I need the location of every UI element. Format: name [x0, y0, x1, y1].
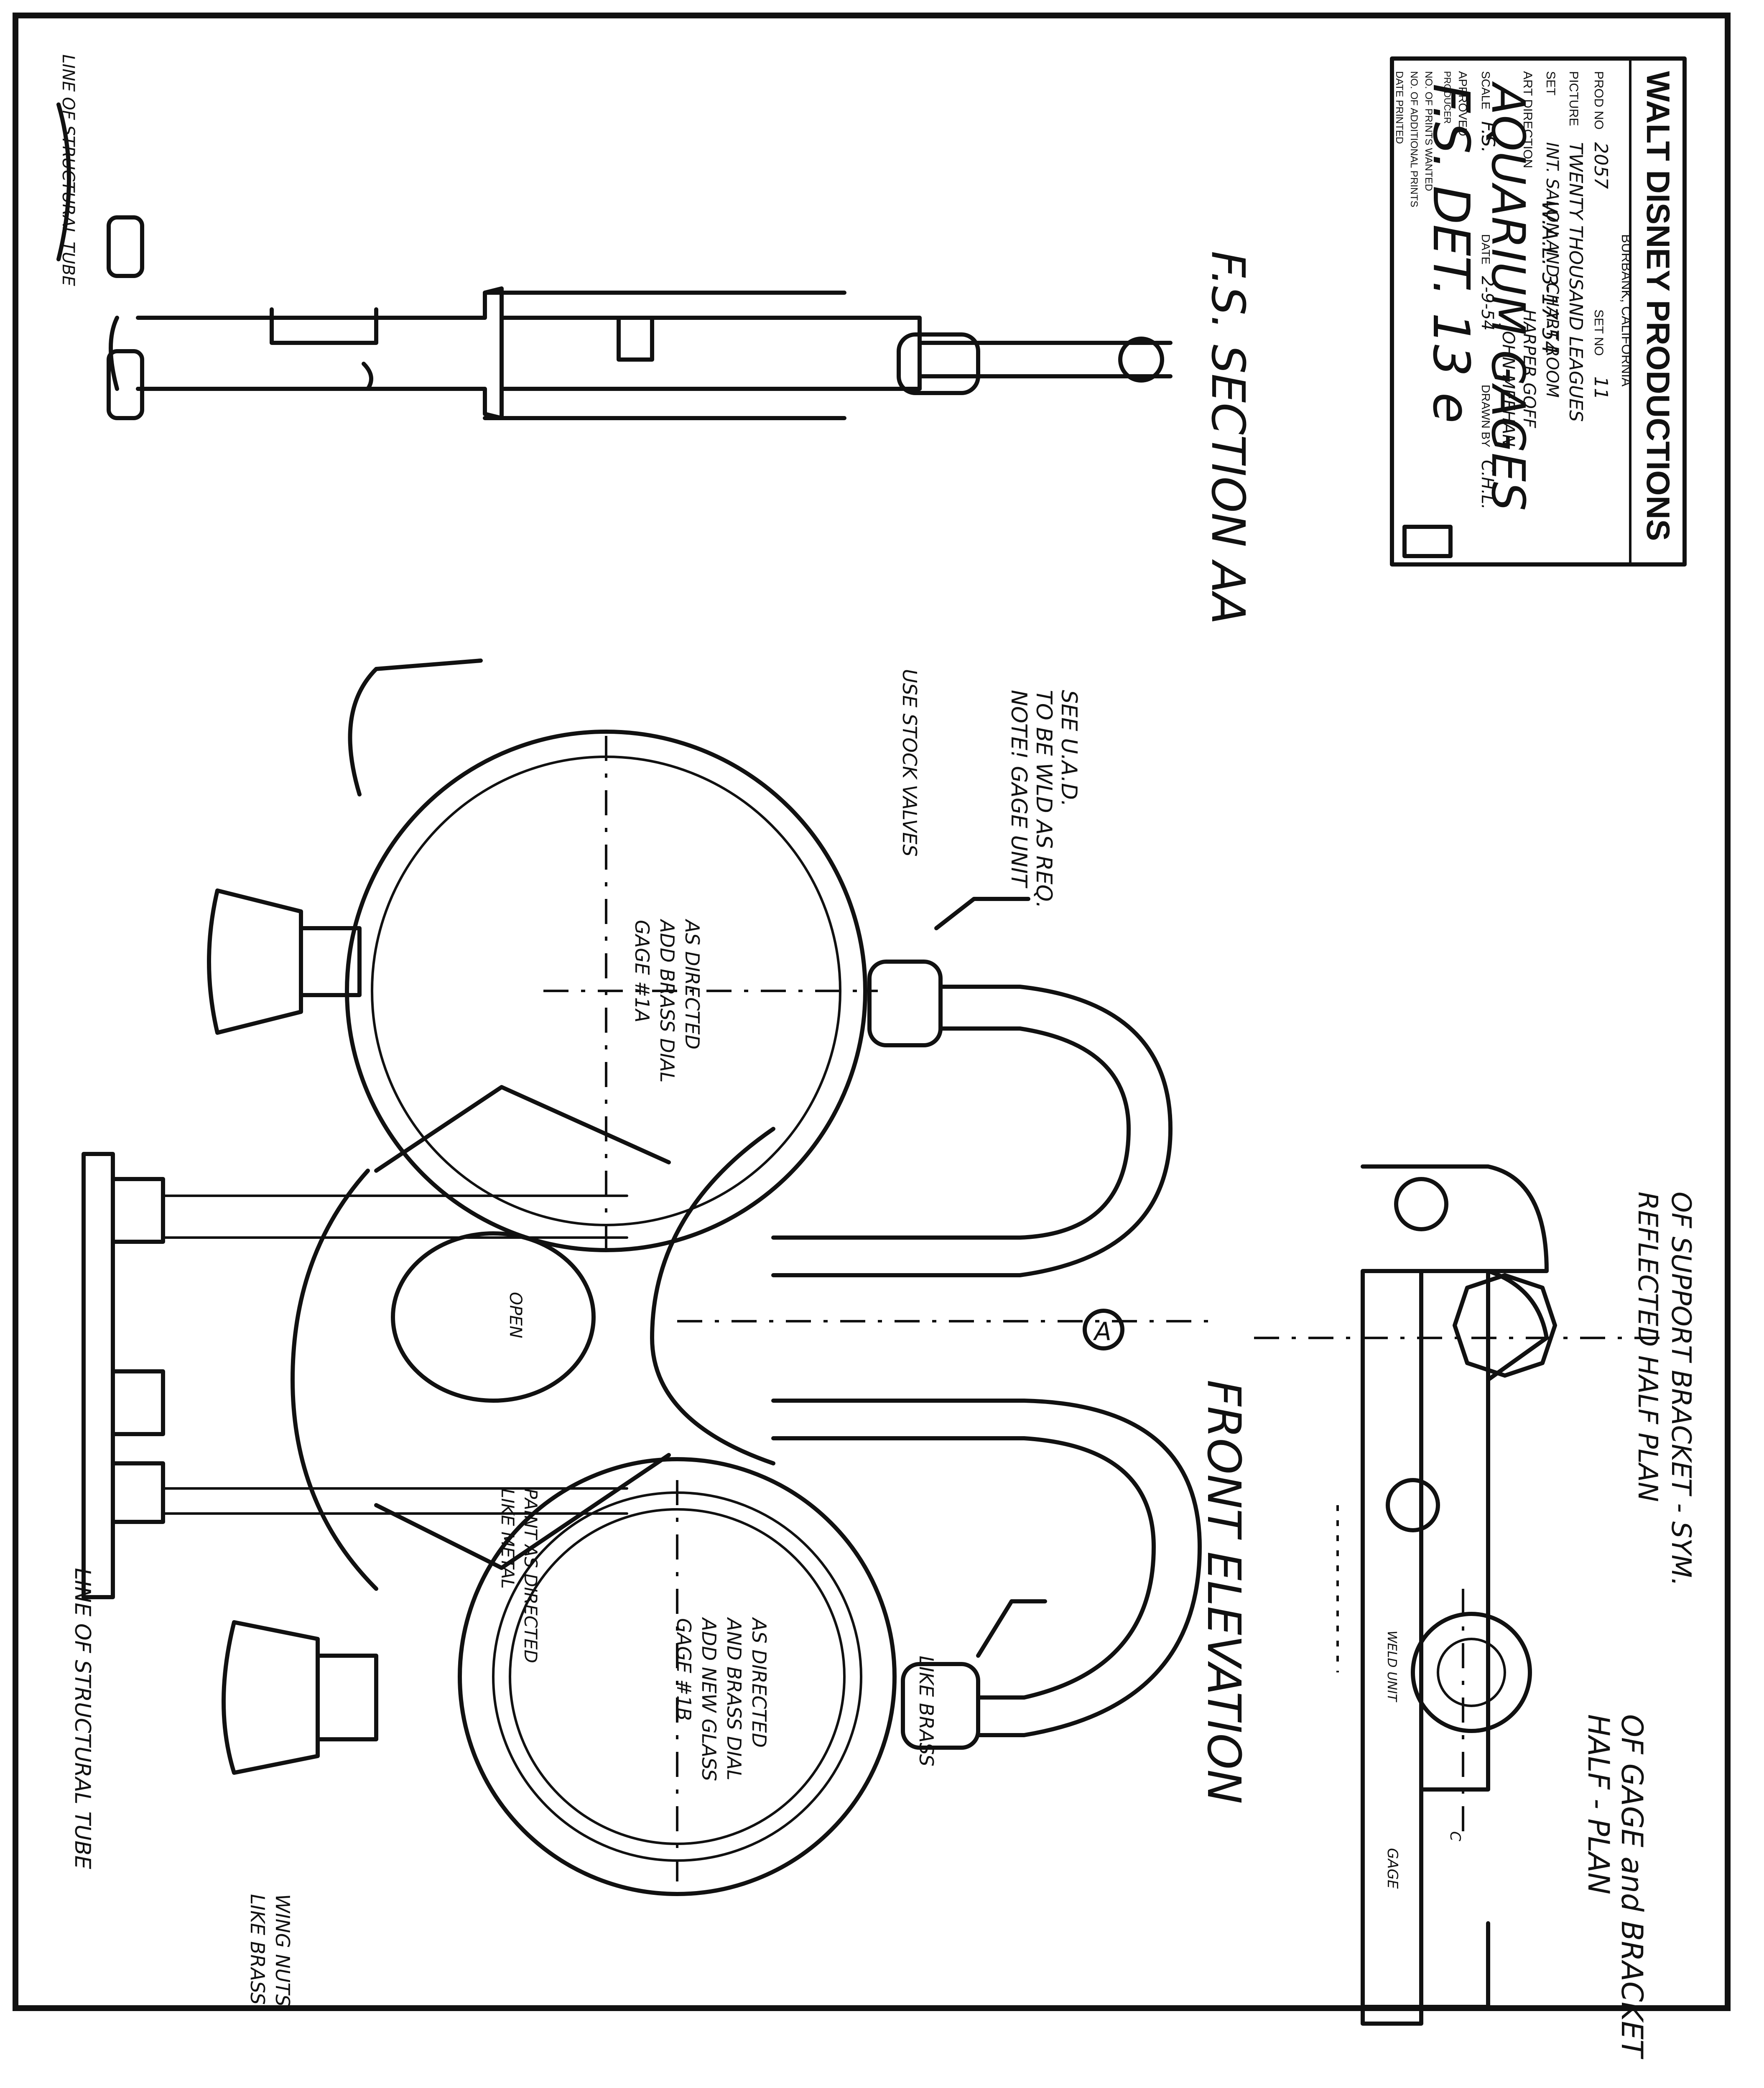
drawing-title-line2: F.S. DET. 13 e — [1422, 84, 1480, 423]
drawn-by-label: DRAWN BY — [1479, 385, 1492, 447]
note-wing-nuts-line1: LIKE BRASS — [246, 1894, 269, 2005]
set-no-label: SET NO — [1592, 309, 1606, 356]
company-name: WALT DISNEY PRODUCTIONS — [1640, 71, 1677, 541]
art-direction-label: ART DIRECTION — [1521, 71, 1535, 168]
picture-value: TWENTY THOUSAND LEAGUES — [1565, 142, 1586, 422]
art-direction-value-2: JOHN MEEHAN — [1499, 323, 1518, 447]
additional-prints-label: NO. OF ADDITIONAL PRINTS — [1408, 71, 1420, 207]
set-no-value: 11 — [1590, 376, 1611, 400]
note-gage-1b: GAGE #1B ADD NEW GLASS AND BRASS DIAL AS… — [673, 1617, 770, 1781]
drawing-border — [13, 13, 1731, 2011]
date-label: DATE — [1479, 234, 1492, 265]
half-plan-label-line2: OF GAGE and BRACKET — [1615, 1714, 1649, 2060]
note-wing-nuts: LIKE BRASS WING NUTS — [246, 1894, 294, 2006]
note-gage-1b-line1: GAGE #1B — [673, 1618, 695, 1721]
company-location: BURBANK, CALIFORNIA — [1619, 234, 1634, 387]
note-paint: LIKE METAL PAINT AS DIRECTED — [497, 1488, 541, 1663]
note-paint-line1: LIKE METAL — [497, 1488, 518, 1589]
approved-label: APPROVED — [1456, 71, 1469, 136]
art-direction-value: HARPER GOFF — [1519, 309, 1539, 429]
note-c-label: C — [1447, 1831, 1463, 1841]
prod-no-label: PROD NO — [1592, 71, 1606, 130]
half-plan-label: HALF - PLAN OF GAGE and BRACKET — [1581, 1714, 1649, 2060]
section-marker: A — [1093, 1317, 1111, 1346]
note-like-brass: LIKE BRASS — [915, 1656, 938, 1766]
front-elevation-view: A — [82, 659, 1212, 1896]
reflected-plan-line1: REFLECTED HALF PLAN — [1632, 1192, 1663, 1502]
half-plan-view — [1254, 1164, 1672, 2026]
note-gage-1a-line3: AS DIRECTED — [681, 919, 704, 1049]
producer-label: PRODUCER — [1442, 71, 1453, 124]
section-aa-view — [56, 102, 1173, 420]
reflected-plan-line2: OF SUPPORT BRACKET - SYM. — [1665, 1192, 1696, 1586]
set-value: INT. SALON AND CHART ROOM — [1542, 142, 1562, 398]
drawn-by-value: C.H.L. — [1478, 460, 1497, 509]
title-block: WALT DISNEY PRODUCTIONS BURBANK, CALIFOR… — [1390, 56, 1687, 567]
front-elevation-label: FRONT ELEVATION — [1197, 1380, 1251, 1804]
initials-date: W.A.L. 3-17-54 — [1537, 201, 1562, 354]
note-gage-unit-line3: SEE U.A.D. — [1056, 690, 1081, 807]
note-gage-1b-line3: AND BRASS DIAL — [723, 1617, 745, 1780]
scale-label: SCALE — [1479, 71, 1492, 110]
wing-nut-top — [207, 888, 303, 1035]
half-plan-label-line1: HALF - PLAN — [1581, 1714, 1616, 1894]
date-printed-label: DATE PRINTED — [1394, 71, 1405, 144]
note-open: OPEN — [506, 1292, 525, 1338]
wing-nut-bottom — [222, 1620, 320, 1775]
valve-1b — [901, 1662, 980, 1750]
note-struct-tube-top: LINE OF STRUCTURAL TUBE — [59, 54, 78, 286]
note-gage-1b-line2: ADD NEW GLASS — [698, 1617, 720, 1781]
date-value: 2-9-54 — [1478, 276, 1497, 331]
drawing-title-line1: AQUARIUM GAGES — [1481, 81, 1535, 511]
reflected-plan-label: REFLECTED HALF PLAN OF SUPPORT BRACKET -… — [1632, 1192, 1696, 1586]
note-weld-label: WELD UNIT — [1384, 1631, 1399, 1703]
gage-1b-dial — [458, 1457, 897, 1896]
note-gage-1a-line2: ADD BRASS DIAL — [656, 919, 678, 1082]
note-gage-unit-line2: TO BE WLD AS REQ. — [1031, 690, 1056, 909]
valve-1a — [867, 960, 943, 1047]
section-view-label: F.S. SECTION AA — [1201, 251, 1255, 625]
note-stock-valves: USE STOCK VALVES — [898, 669, 921, 857]
note-gage-1b-line4: AS DIRECTED — [748, 1617, 770, 1748]
scale-value: F.S. — [1477, 121, 1499, 153]
note-gage-1a-line1: GAGE #1A — [631, 920, 653, 1023]
note-wing-nuts-line2: WING NUTS — [271, 1894, 294, 2006]
note-gage-unit: NOTE! GAGE UNIT TO BE WLD AS REQ. SEE U.… — [1006, 690, 1081, 909]
note-gage-unit-line1: NOTE! GAGE UNIT — [1006, 690, 1031, 889]
prints-wanted-label: NO. OF PRINTS WANTED — [1423, 71, 1434, 191]
drawing-title: W.A.L. 3-17-54 AQUARIUM GAGES F.S. DET. … — [1422, 81, 1562, 511]
prod-no-value: 2057 — [1590, 142, 1611, 189]
note-paint-line2: PAINT AS DIRECTED — [520, 1488, 541, 1663]
note-gage-1a: GAGE #1A ADD BRASS DIAL AS DIRECTED — [631, 919, 704, 1082]
picture-label: PICTURE — [1567, 71, 1580, 126]
note-gage-label: GAGE — [1384, 1848, 1401, 1889]
note-struct-tube-left: LINE OF STRUCTURAL TUBE — [70, 1568, 95, 1869]
set-label: SET — [1544, 71, 1558, 95]
